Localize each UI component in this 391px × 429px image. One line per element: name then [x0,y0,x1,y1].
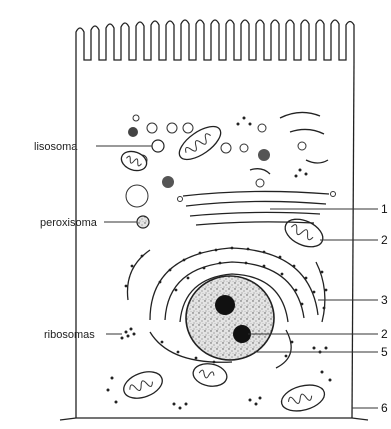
label-2-upper: 2 [381,233,388,247]
label-lisosoma: lisosoma [34,141,78,153]
mitochondria [119,120,328,415]
label-5: 5 [381,345,388,359]
label-2-lower: 2 [381,327,388,341]
label-6: 6 [381,401,388,415]
basal-membrane [60,418,368,420]
label-ribosomas: ribosomas [44,329,95,341]
label-1: 1 [381,202,388,216]
golgi-apparatus [178,191,336,225]
peroxisome [137,216,149,228]
smooth-er [250,112,328,174]
nucleus [186,276,274,360]
microvilli [76,20,354,62]
nucleolus-upper [215,295,235,315]
label-peroxisoma: peroxisoma [40,217,98,229]
label-3: 3 [381,293,388,307]
left-leader-lines [96,146,152,334]
